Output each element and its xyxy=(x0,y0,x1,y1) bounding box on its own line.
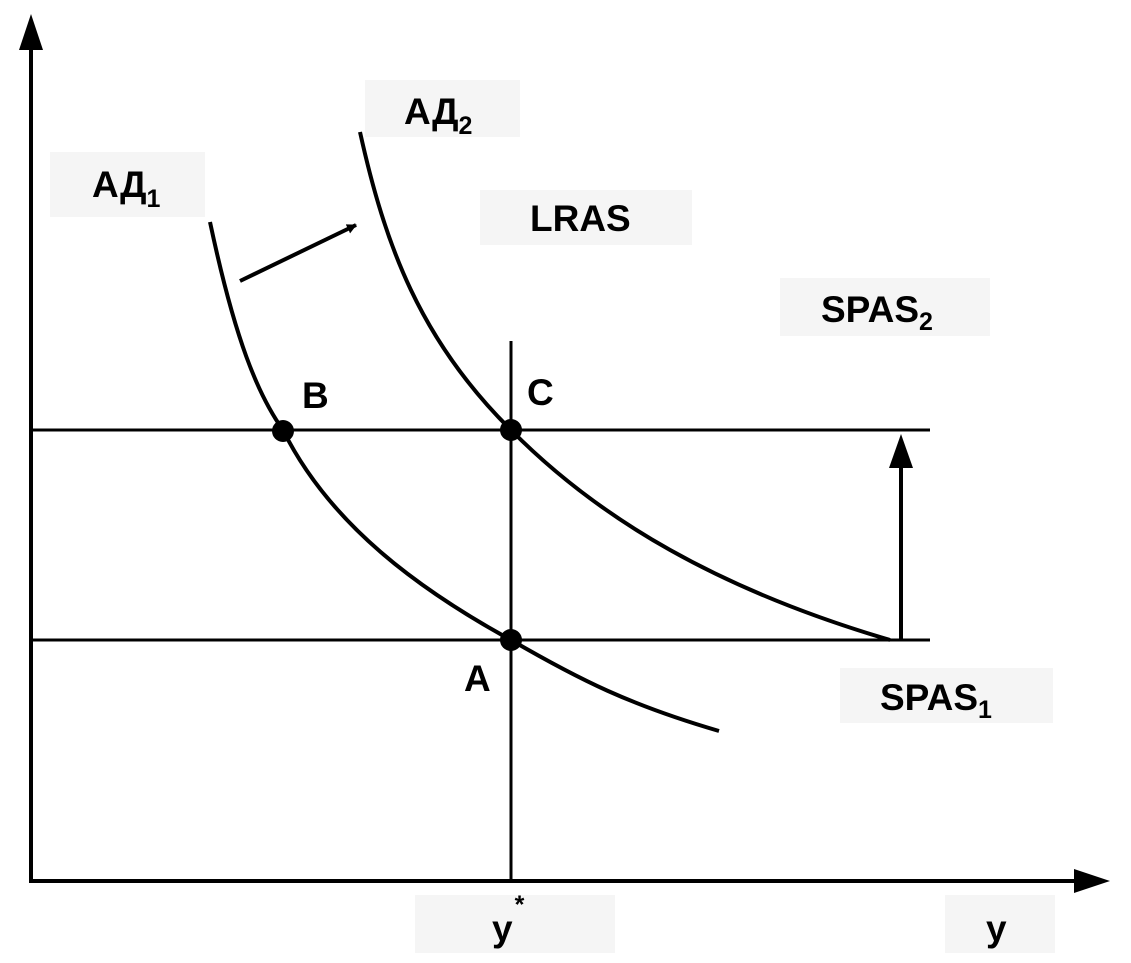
label-bg-x-axis xyxy=(945,895,1055,953)
label-bg-spas1 xyxy=(840,668,1053,723)
label-bg-ad2 xyxy=(365,80,520,137)
ad2-label: АД2 xyxy=(404,91,472,140)
x-axis-label: y xyxy=(986,908,1007,949)
point-a-label: A xyxy=(464,658,491,699)
y-star-label: y* xyxy=(492,891,525,949)
spas1-label: SPAS1 xyxy=(880,677,992,724)
spas-shift-arrow-head xyxy=(889,434,913,468)
lras-label: LRAS xyxy=(530,198,631,239)
point-b-label: B xyxy=(302,375,329,416)
label-bg-spas2 xyxy=(780,278,990,336)
label-bg-ad1 xyxy=(50,152,205,217)
spas2-label: SPAS2 xyxy=(821,289,933,336)
ad1-curve xyxy=(208,221,720,733)
label-bg-lras xyxy=(480,190,692,245)
point-c-label: C xyxy=(527,372,554,413)
label-bg-y-star xyxy=(415,895,615,953)
ad1-label: АД1 xyxy=(92,164,160,213)
point-c-marker xyxy=(500,419,522,441)
horizontal-axis-arrow xyxy=(1074,869,1110,893)
point-b-marker xyxy=(272,420,294,442)
ad-shift-arrow xyxy=(239,223,357,283)
point-a-marker xyxy=(500,629,522,651)
vertical-axis-arrow xyxy=(19,14,43,50)
